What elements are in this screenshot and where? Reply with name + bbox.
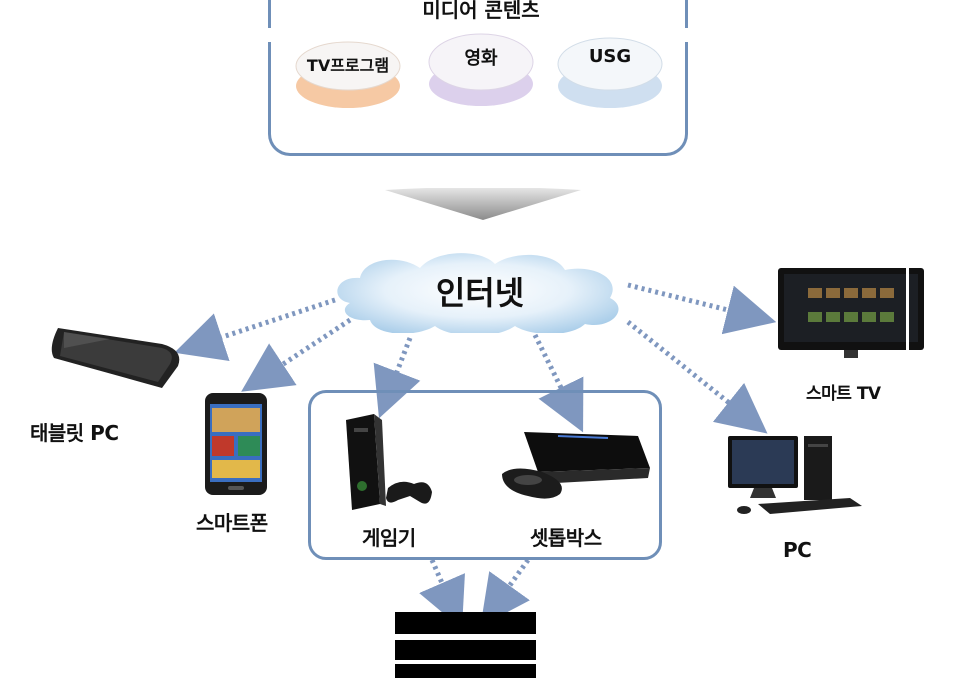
arrow-down-left [432, 560, 452, 606]
smartphone-label: 스마트폰 [196, 507, 268, 536]
smart-tv-label: 스마트 TV [806, 379, 881, 404]
movie-label: 영화 [426, 44, 536, 70]
smartphone-icon [204, 392, 268, 496]
tablet-icon [50, 318, 188, 390]
game-console-icon [340, 412, 436, 516]
arrow-down-right [495, 560, 528, 606]
pc-icon [724, 432, 866, 518]
smart-tv-icon [778, 268, 924, 358]
settop-box-icon [498, 428, 654, 504]
settop-box-label: 셋톱박스 [530, 522, 602, 551]
arrow-to-smartphone [262, 320, 350, 378]
tablet-label: 태블릿 PC [30, 417, 119, 446]
bottom-bar-3 [395, 664, 536, 678]
pc-label: PC [783, 538, 811, 562]
arrow-to-smart-tv [628, 285, 752, 316]
bottom-bar-2 [395, 640, 536, 660]
usg-label: USG [555, 46, 665, 67]
game-console-label: 게임기 [362, 522, 416, 551]
tv-program-label: TV프로그램 [293, 52, 403, 76]
bottom-bar-1 [395, 612, 536, 634]
arrow-to-game-console [388, 338, 410, 395]
arrow-to-tablet [198, 300, 335, 345]
